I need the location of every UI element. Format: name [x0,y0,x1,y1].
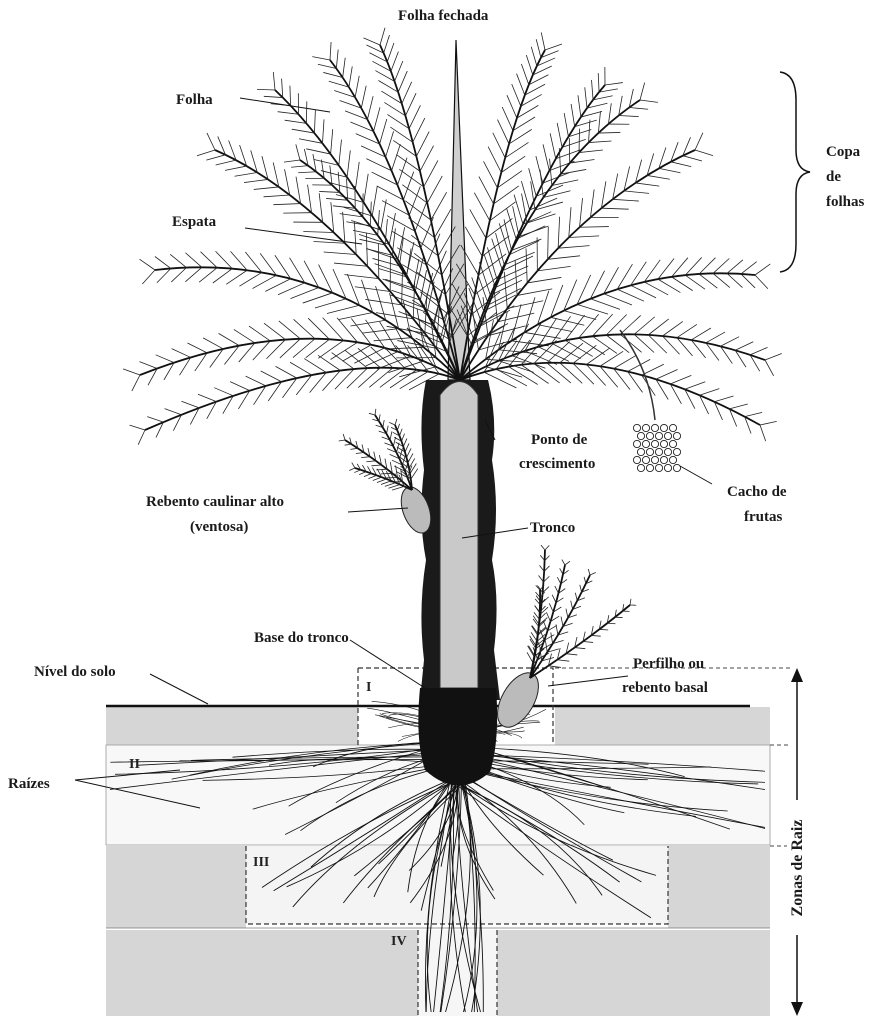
trunk-core [440,382,478,689]
label-trunk: Tronco [530,520,575,536]
label-closed-leaf: Folha fechada [398,8,489,24]
label-basal-offshoot-2: rebento basal [622,680,708,696]
label-crown-3: folhas [826,194,865,210]
soil-band-left-top [106,707,358,745]
label-leaf: Folha [176,92,213,108]
label-crown-2: de [826,169,841,185]
trunk-base [418,688,497,786]
leader-lines [75,98,712,808]
label-roots: Raízes [8,776,50,792]
label-fruit-bunch-2: frutas [744,509,782,525]
crown-brace [780,72,810,272]
soil-band-left-mid [106,846,246,928]
label-growth-point-2: crescimento [519,456,595,472]
label-ground-level: Nível do solo [34,664,116,680]
soil-zone-three [246,846,668,924]
label-aerial-offshoot-1: Rebento caulinar alto [146,494,284,510]
label-growth-point-1: Ponto de [531,432,588,448]
label-aerial-offshoot-2: (ventosa) [190,519,248,535]
label-fruit-bunch-1: Cacho de [727,484,787,500]
label-spathe: Espata [172,214,217,230]
label-trunk-base: Base do tronco [254,630,349,646]
zone-label-two: II [129,757,140,772]
soil-band-left-bottom [106,930,418,1016]
trunk [418,380,500,786]
label-crown-1: Copa [826,144,861,160]
label-root-zones: Zonas de Raiz [789,820,806,917]
label-basal-offshoot-1: Perfilho ou [633,656,704,672]
zone-label-one: I [366,680,371,695]
zone-label-four: IV [391,934,407,949]
fruit-cluster [620,330,681,472]
zone-label-three: III [253,855,269,870]
soil-band-right-mid [668,846,770,928]
soil-band-right-top [555,707,770,745]
soil-band-right-bottom [497,930,770,1016]
